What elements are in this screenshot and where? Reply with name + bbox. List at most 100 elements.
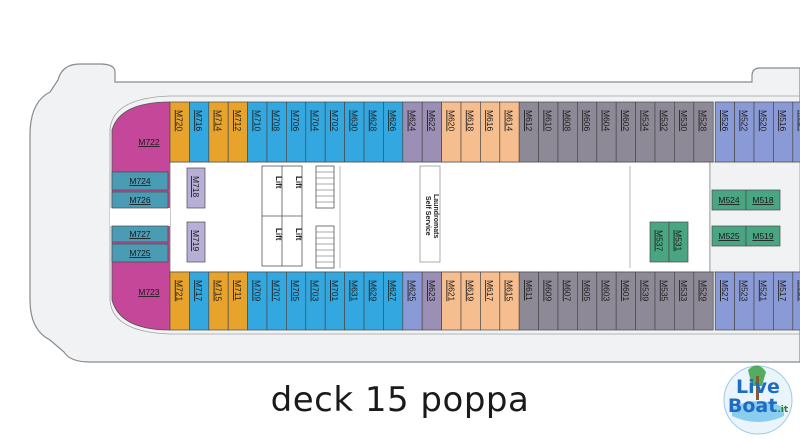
cabin-m518[interactable]: M518 [746, 190, 780, 210]
cabin-m527[interactable]: M527 [715, 272, 734, 330]
cabin-m535[interactable]: M535 [655, 272, 674, 330]
cabin-number: M701 [330, 280, 340, 302]
cabin-m629[interactable]: M629 [364, 272, 383, 330]
cabin-m711[interactable]: M711 [228, 272, 247, 330]
cabin-m723[interactable]: M723 [138, 287, 160, 297]
cabin-m701[interactable]: M701 [325, 272, 344, 330]
cabin-m537[interactable]: M537 [650, 222, 669, 262]
cabin-m533[interactable]: M533 [674, 272, 693, 330]
cabin-number: M611 [524, 280, 534, 301]
cabin-m628[interactable]: M628 [364, 102, 383, 162]
cabin-m627[interactable]: M627 [383, 272, 402, 330]
cabin-m530[interactable]: M530 [674, 102, 693, 162]
cabin-m631[interactable]: M631 [345, 272, 364, 330]
cabin-m721[interactable]: M721 [170, 272, 189, 330]
cabin-m718[interactable]: M718 [187, 168, 205, 208]
cabin-m534[interactable]: M534 [636, 102, 655, 162]
cabin-m615[interactable]: M615 [500, 272, 519, 330]
cabin-m522[interactable]: M522 [735, 102, 754, 162]
cabin-m614[interactable]: M614 [500, 102, 519, 162]
cabin-number: M618 [466, 110, 476, 132]
cabin-m725[interactable]: M725 [112, 244, 168, 262]
cabin-m709[interactable]: M709 [248, 272, 267, 330]
cabin-m702[interactable]: M702 [325, 102, 344, 162]
cabin-m705[interactable]: M705 [286, 272, 305, 330]
cabin-m617[interactable]: M617 [480, 272, 499, 330]
cabin-m528[interactable]: M528 [694, 102, 713, 162]
cabin-m529[interactable]: M529 [694, 272, 713, 330]
cabin-m515[interactable]: M515 [793, 272, 800, 330]
cabin-m612[interactable]: M612 [519, 102, 538, 162]
cabin-m539[interactable]: M539 [636, 272, 655, 330]
cabin-m727[interactable]: M727 [112, 226, 168, 242]
cabin-m626[interactable]: M626 [383, 102, 402, 162]
cabin-m714[interactable]: M714 [209, 102, 228, 162]
cabin-m602[interactable]: M602 [616, 102, 635, 162]
cabin-m726[interactable]: M726 [112, 192, 168, 208]
cabin-m607[interactable]: M607 [558, 272, 577, 330]
deck-plan: Lift Lift Lift Lift Self Service Laundro… [0, 0, 800, 375]
cabin-m603[interactable]: M603 [597, 272, 616, 330]
cabin-m616[interactable]: M616 [480, 102, 499, 162]
cabin-m722[interactable]: M722 [138, 137, 160, 147]
cabin-m525[interactable]: M525 [712, 226, 746, 246]
cabin-m624[interactable]: M624 [403, 102, 422, 162]
cabin-m605[interactable]: M605 [577, 272, 596, 330]
cabin-m704[interactable]: M704 [306, 102, 325, 162]
cabin-number: M533 [679, 280, 689, 302]
cabin-m717[interactable]: M717 [189, 272, 208, 330]
cabin-m601[interactable]: M601 [616, 272, 635, 330]
cabin-m604[interactable]: M604 [597, 102, 616, 162]
cabin-number: M714 [214, 110, 224, 132]
cabin-m712[interactable]: M712 [228, 102, 247, 162]
cabin-number: M609 [543, 280, 553, 302]
cabin-m619[interactable]: M619 [461, 272, 480, 330]
cabin-number: M534 [640, 110, 650, 132]
cabin-m609[interactable]: M609 [539, 272, 558, 330]
cabin-m610[interactable]: M610 [539, 102, 558, 162]
cabin-m517[interactable]: M517 [773, 272, 792, 330]
cabin-m630[interactable]: M630 [345, 102, 364, 162]
cabin-number: M517 [778, 280, 788, 302]
cabin-m531[interactable]: M531 [669, 222, 688, 262]
cabin-m623[interactable]: M623 [422, 272, 441, 330]
cabin-number: M709 [252, 280, 262, 302]
cabin-number: M530 [679, 110, 689, 132]
cabin-m516[interactable]: M516 [773, 102, 792, 162]
cabin-m707[interactable]: M707 [267, 272, 286, 330]
cabin-m608[interactable]: M608 [558, 102, 577, 162]
cabin-m606[interactable]: M606 [577, 102, 596, 162]
cabin-m524[interactable]: M524 [712, 190, 746, 210]
cabin-m625[interactable]: M625 [403, 272, 422, 330]
cabin-number: M725 [129, 248, 151, 258]
cabin-number: M523 [739, 280, 749, 302]
cabin-m526[interactable]: M526 [715, 102, 734, 162]
cabin-number: M605 [582, 280, 592, 302]
cabin-number: M715 [214, 280, 224, 302]
cabin-m708[interactable]: M708 [267, 102, 286, 162]
cabin-m620[interactable]: M620 [442, 102, 461, 162]
cabin-m703[interactable]: M703 [306, 272, 325, 330]
cabin-m720[interactable]: M720 [170, 102, 189, 162]
cabin-number: M708 [272, 110, 282, 132]
cabin-m710[interactable]: M710 [248, 102, 267, 162]
cabin-m611[interactable]: M611 [519, 272, 538, 330]
cabin-m520[interactable]: M520 [754, 102, 773, 162]
cabin-m706[interactable]: M706 [286, 102, 305, 162]
cabin-number: M516 [778, 110, 788, 132]
cabin-m621[interactable]: M621 [442, 272, 461, 330]
cabin-m622[interactable]: M622 [422, 102, 441, 162]
cabin-m715[interactable]: M715 [209, 272, 228, 330]
cabin-m618[interactable]: M618 [461, 102, 480, 162]
cabin-number: M718 [191, 176, 201, 198]
cabin-number: M604 [602, 110, 612, 132]
cabin-m724[interactable]: M724 [112, 172, 168, 190]
cabin-m532[interactable]: M532 [655, 102, 674, 162]
cabin-m521[interactable]: M521 [754, 272, 773, 330]
cabin-m716[interactable]: M716 [189, 102, 208, 162]
cabin-m514[interactable]: M514 [793, 102, 800, 162]
cabin-m719[interactable]: M719 [187, 222, 205, 262]
cabin-m523[interactable]: M523 [735, 272, 754, 330]
cabin-m519[interactable]: M519 [746, 226, 780, 246]
